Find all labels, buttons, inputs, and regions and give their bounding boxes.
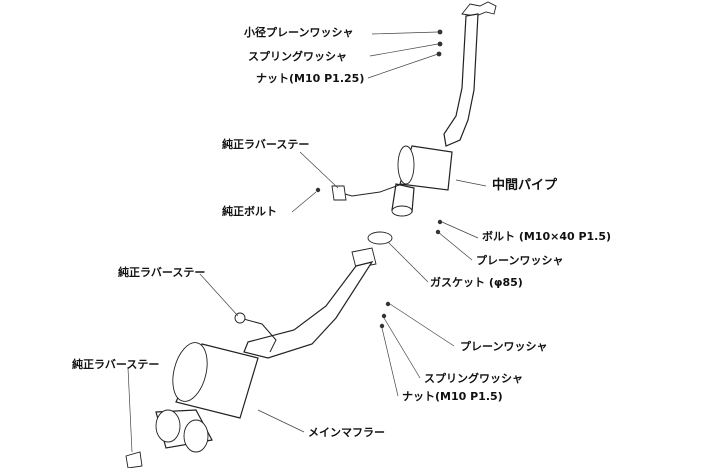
label-gasket: ガスケット (φ85) [430, 276, 523, 289]
label-nut-top: ナット(M10 P1.25) [256, 72, 365, 85]
label-plain-washer-mid: プレーンワッシャ [476, 254, 564, 267]
label-rubber-stay-mid: 純正ラバーステー [118, 266, 206, 279]
label-main-muffler: メインマフラー [308, 426, 385, 439]
rear-pipe [234, 247, 377, 359]
label-spring-washer-top: スプリングワッシャ [248, 50, 347, 63]
main-muffler [125, 342, 259, 468]
front-flange [461, 1, 497, 17]
mid-pipe [331, 13, 479, 217]
label-bolt: ボルト (M10×40 P1.5) [482, 230, 612, 243]
label-mid-pipe: 中間パイプ [492, 178, 558, 193]
label-small-plain-washer: 小径プレーンワッシャ [244, 26, 354, 39]
label-nut-low: ナット(M10 P1.5) [402, 390, 503, 403]
gasket-ring [367, 231, 393, 245]
label-rubber-stay-low: 純正ラバーステー [72, 358, 160, 371]
label-plain-washer-low: プレーンワッシャ [460, 340, 548, 353]
label-rubber-stay-top: 純正ラバーステー [222, 138, 310, 151]
label-oem-bolt: 純正ボルト [222, 205, 277, 218]
label-spring-washer-low: スプリングワッシャ [424, 372, 523, 385]
leader-lines [127, 31, 487, 453]
